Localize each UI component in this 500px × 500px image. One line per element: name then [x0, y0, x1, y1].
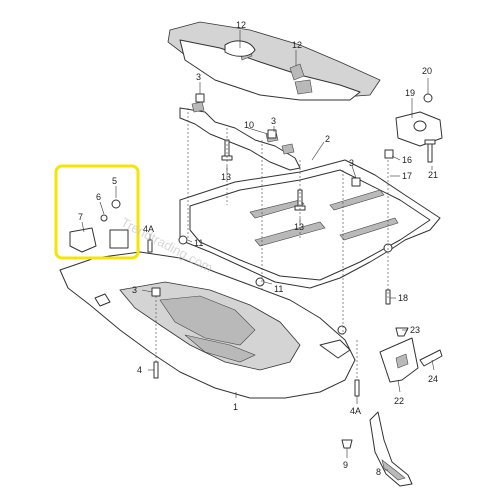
- part-label-4A: 4A: [350, 406, 361, 416]
- part-label-1: 1: [233, 402, 238, 412]
- part-label-4A: 4A: [143, 224, 154, 234]
- part-label-11: 11: [194, 238, 203, 248]
- part-label-21: 21: [428, 170, 438, 180]
- part-label-6: 6: [96, 192, 101, 202]
- subframe-structure: [167, 21, 381, 101]
- leader-lines: [81, 30, 435, 471]
- part-label-12: 12: [292, 40, 302, 50]
- part-label-3: 3: [271, 116, 276, 126]
- part-label-18: 18: [398, 293, 408, 303]
- part-label-23: 23: [410, 325, 420, 335]
- part-label-3: 3: [132, 285, 137, 295]
- part-labels: 12 12 20 19 3 10 3 2 16 3 17 21 13 5 6 7…: [78, 20, 438, 477]
- part-label-10: 10: [244, 120, 254, 130]
- part-label-7: 7: [78, 212, 83, 222]
- part-label-2: 2: [325, 134, 330, 144]
- assembly-lines: [155, 108, 389, 380]
- strap-8: [369, 411, 413, 487]
- part-label-22: 22: [394, 396, 404, 406]
- cross-member: [179, 101, 301, 171]
- part-label-3: 3: [196, 72, 201, 82]
- right-mount: [395, 93, 443, 147]
- part-label-3: 3: [349, 158, 354, 168]
- part-label-13: 13: [294, 222, 304, 232]
- highlight-box[interactable]: [54, 164, 140, 260]
- part-label-5: 5: [112, 176, 117, 186]
- part-label-20: 20: [422, 66, 432, 76]
- part-label-4: 4: [137, 365, 142, 375]
- part-label-12: 12: [236, 20, 246, 30]
- middle-panel: [179, 159, 441, 289]
- underbody-shield: [59, 251, 356, 399]
- bracket-22: [379, 337, 419, 383]
- part-label-19: 19: [405, 88, 415, 98]
- part-label-13: 13: [221, 172, 231, 182]
- part-label-16: 16: [402, 155, 412, 165]
- part-label-24: 24: [428, 374, 438, 384]
- part-label-8: 8: [376, 467, 381, 477]
- part-label-17: 17: [402, 171, 412, 181]
- part-label-9: 9: [343, 460, 348, 470]
- part-label-11: 11: [274, 284, 283, 294]
